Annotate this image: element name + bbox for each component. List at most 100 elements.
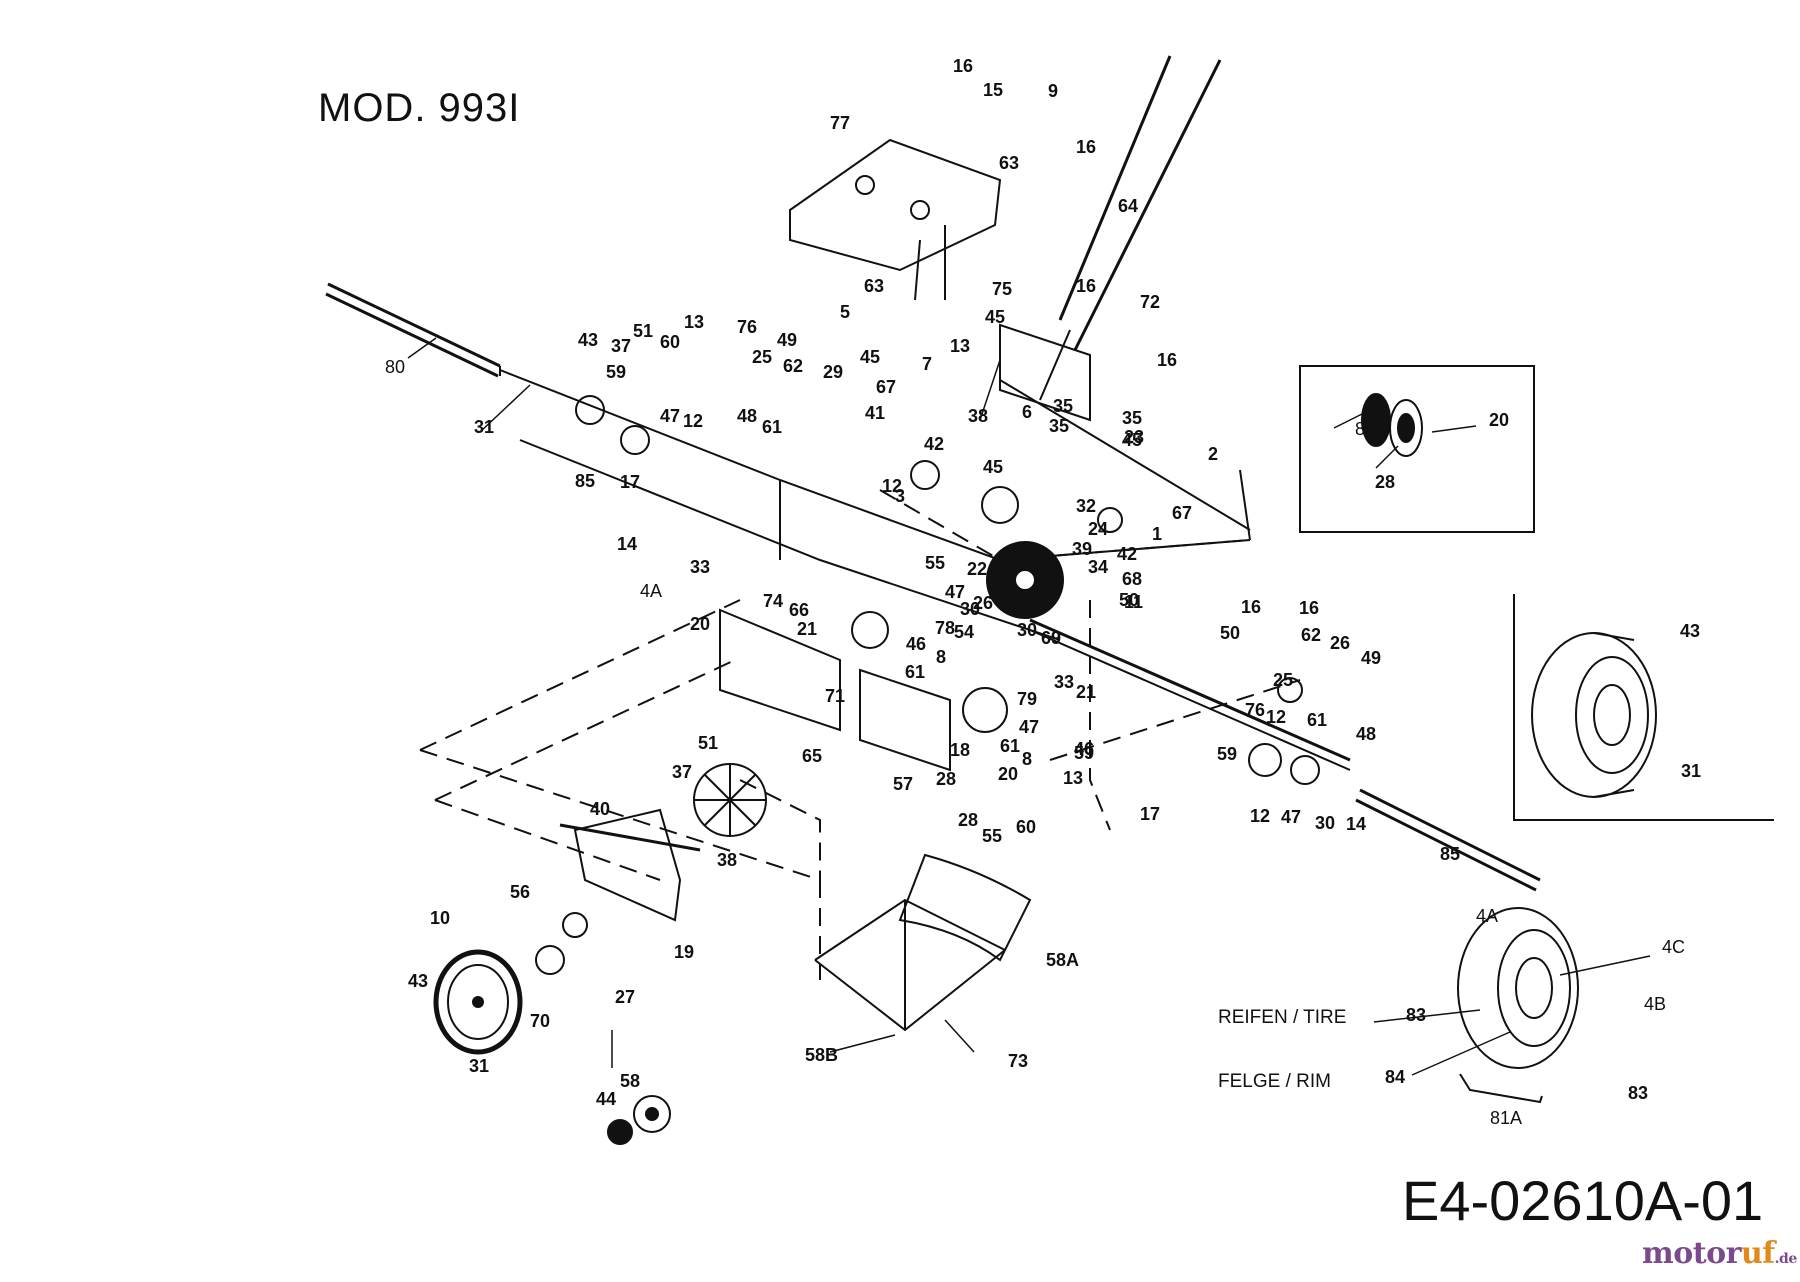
- callout-5: 5: [840, 302, 850, 322]
- callout-61: 61: [1307, 710, 1327, 730]
- callout-47: 47: [945, 582, 965, 602]
- callout-10: 10: [430, 908, 450, 928]
- callout-35: 35: [1049, 416, 1069, 436]
- callout-45: 45: [983, 457, 1003, 477]
- callout-76: 76: [1245, 700, 1265, 720]
- callout-16: 16: [953, 56, 973, 76]
- brand-part-1: motor: [1642, 1236, 1741, 1271]
- callout-16: 16: [1157, 350, 1177, 370]
- callout-79: 79: [1017, 689, 1037, 709]
- callout-67: 67: [876, 377, 896, 397]
- callout-83: 83: [1406, 1005, 1426, 1025]
- callout-45: 45: [860, 347, 880, 367]
- callout-13: 13: [950, 336, 970, 356]
- callout-26: 26: [1330, 633, 1350, 653]
- callout-47: 47: [1019, 717, 1039, 737]
- callout-16: 16: [1299, 598, 1319, 618]
- callout-70: 70: [530, 1011, 550, 1031]
- callout-47: 47: [660, 406, 680, 426]
- callout-43: 43: [578, 330, 598, 350]
- callout-31: 31: [1681, 761, 1701, 781]
- callout-12: 12: [683, 411, 703, 431]
- brand-logo: motoruf.de: [1642, 1236, 1797, 1271]
- callout-55: 55: [925, 553, 945, 573]
- callout-60: 60: [660, 332, 680, 352]
- callout-77: 77: [830, 113, 850, 133]
- drawing-code: E4-02610A-01: [1402, 1169, 1764, 1232]
- callout-56: 56: [510, 882, 530, 902]
- callout-59: 59: [1217, 744, 1237, 764]
- callout-4b: 4B: [1644, 994, 1666, 1014]
- callout-49: 49: [1361, 648, 1381, 668]
- drive-sprocket: [986, 541, 1064, 619]
- drive-wheel: [433, 912, 588, 1055]
- callout-12: 12: [882, 476, 902, 496]
- callout-59: 59: [606, 362, 626, 382]
- callout-50: 50: [1220, 623, 1240, 643]
- callout-21: 21: [797, 619, 817, 639]
- callout-43: 43: [408, 971, 428, 991]
- callout-59: 59: [1074, 743, 1094, 763]
- callout-18: 18: [950, 740, 970, 760]
- model-title: MOD. 993I: [318, 86, 521, 130]
- callout-16: 16: [1076, 137, 1096, 157]
- callout-12: 12: [1250, 806, 1270, 826]
- callout-22: 22: [967, 559, 987, 579]
- rim-legend: FELGE / RIM: [1218, 1071, 1331, 1092]
- callout-64: 64: [1118, 196, 1138, 216]
- callout-14: 14: [1346, 814, 1366, 834]
- inset-wheel: [1513, 594, 1774, 821]
- dashed-guides: [419, 489, 1301, 980]
- callout-28: 28: [936, 769, 956, 789]
- right-axle: [1355, 788, 1541, 892]
- callout-28: 28: [1375, 472, 1395, 492]
- callout-28: 28: [958, 810, 978, 830]
- callout-14: 14: [617, 534, 637, 554]
- callout-35: 35: [1053, 396, 1073, 416]
- callout-74: 74: [763, 591, 783, 611]
- callout-65: 65: [802, 746, 822, 766]
- callout-21: 21: [1076, 682, 1096, 702]
- handle: [1039, 55, 1222, 401]
- callout-54: 54: [954, 622, 974, 642]
- leader-lines: [407, 337, 1651, 1076]
- callout-13: 13: [1063, 768, 1083, 788]
- callout-23: 23: [1124, 427, 1144, 447]
- callout-60: 60: [1016, 817, 1036, 837]
- callout-83: 83: [1628, 1083, 1648, 1103]
- callout-15: 15: [983, 80, 1003, 100]
- callout-33: 33: [1054, 672, 1074, 692]
- callout-27: 27: [615, 987, 635, 1007]
- callout-57: 57: [893, 774, 913, 794]
- callout-61: 61: [1000, 736, 1020, 756]
- brand-part-2: uf: [1740, 1236, 1775, 1271]
- callout-3: 3: [895, 486, 905, 506]
- callout-85: 85: [575, 471, 595, 491]
- callout-29: 29: [823, 362, 843, 382]
- callout-34: 34: [1088, 557, 1108, 577]
- callout-37: 37: [672, 762, 692, 782]
- callout-16: 16: [1076, 276, 1096, 296]
- callout-46: 46: [1074, 739, 1094, 759]
- callout-67: 67: [1172, 503, 1192, 523]
- callout-55: 55: [982, 826, 1002, 846]
- callout-17: 17: [1140, 804, 1160, 824]
- callout-4a: 4A: [1476, 906, 1498, 926]
- callout-51: 51: [698, 733, 718, 753]
- callout-4c: 4C: [1662, 937, 1685, 957]
- callout-85: 85: [1440, 844, 1460, 864]
- callout-58b: 58B: [805, 1045, 838, 1065]
- callout-84: 84: [1385, 1067, 1405, 1087]
- callout-38: 38: [968, 406, 988, 426]
- top-bracket: [789, 138, 1002, 301]
- callout-20: 20: [1489, 410, 1509, 430]
- callout-8: 8: [1022, 749, 1032, 769]
- callout-73: 73: [1008, 1051, 1028, 1071]
- callout-7: 7: [922, 354, 932, 374]
- side-bracket: [559, 808, 701, 922]
- callout-63: 63: [999, 153, 1019, 173]
- callout-19: 19: [674, 942, 694, 962]
- callout-62: 62: [1301, 625, 1321, 645]
- callout-24: 24: [1088, 519, 1108, 539]
- callout-17: 17: [620, 472, 640, 492]
